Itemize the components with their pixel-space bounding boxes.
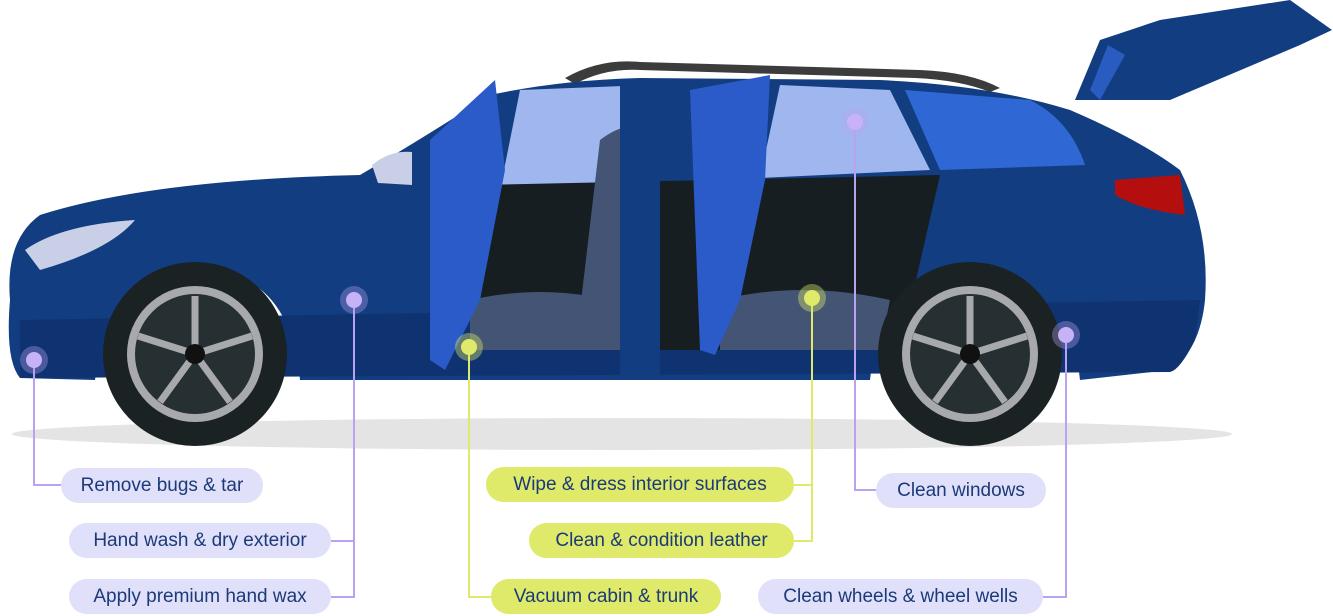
rear-window: [905, 90, 1085, 170]
side-window-rear: [760, 85, 930, 178]
connector-wheels: [1043, 335, 1067, 598]
front-door: [430, 80, 505, 370]
hotspot-windows: [841, 108, 869, 136]
hotspot-exterior: [340, 286, 368, 314]
rear-door: [690, 75, 770, 355]
connector-remove-bugs: [33, 360, 61, 486]
label-vacuum: Vacuum cabin & trunk: [491, 579, 721, 614]
hotspot-dots: [20, 108, 1080, 374]
label-clean-wheels: Clean wheels & wheel wells: [758, 579, 1043, 614]
label-remove-bugs: Remove bugs & tar: [61, 468, 263, 503]
taillight: [1115, 175, 1185, 215]
label-hand-wash: Hand wash & dry exterior: [69, 523, 331, 558]
front-wheel: [103, 262, 287, 446]
headlight: [25, 220, 135, 270]
open-tailgate: [1075, 0, 1332, 100]
connector-interior-leather: [794, 298, 813, 542]
label-condition-leather: Clean & condition leather: [529, 523, 794, 558]
rear-wheel: [878, 262, 1062, 446]
hotspot-remove-bugs: [20, 346, 48, 374]
connector-exterior-wash-wax: [331, 300, 355, 598]
hotspot-wheels: [1052, 321, 1080, 349]
side-mirror: [372, 151, 412, 185]
hotspot-interior: [798, 284, 826, 312]
connector-vacuum: [468, 347, 491, 598]
hotspot-vacuum: [455, 333, 483, 361]
label-apply-wax: Apply premium hand wax: [69, 579, 331, 614]
connector-windows: [854, 122, 876, 491]
label-clean-windows: Clean windows: [876, 473, 1046, 508]
label-wipe-interior: Wipe & dress interior surfaces: [486, 467, 794, 502]
